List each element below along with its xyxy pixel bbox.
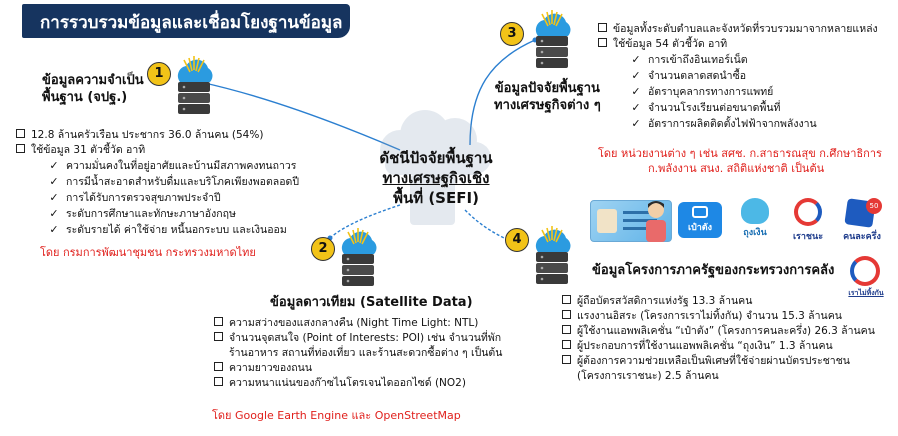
page-title: การรวบรวมข้อมูลและเชื่อมโยงฐานข้อมูล	[40, 13, 343, 33]
list-subitem: ✓ความมั่นคงในที่อยู่อาศัยและบ้านมีสภาพคง…	[16, 158, 299, 174]
list-item: 12.8 ล้านครัวเรือน ประชากร 36.0 ล้านคน (…	[16, 128, 299, 143]
title-banner: การรวบรวมข้อมูลและเชื่อมโยงฐานข้อมูล	[22, 4, 350, 38]
check-icon: ✓	[49, 191, 59, 204]
list-subitem: ✓อัตราบุคลากรทางการแพทย์	[598, 84, 878, 100]
list-item: ความสว่างของแสงกลางคืน (Night Time Light…	[214, 316, 502, 331]
center-label: ดัชนีปัจจัยพื้นฐาน ทางเศรษฐกิจเชิง พื้นท…	[379, 149, 493, 207]
list-subitem: ✓การมีน้ำสะอาดสำหรับดื่มและบริโภคเพียงพอ…	[16, 174, 299, 190]
checkbox-icon	[16, 144, 25, 153]
khon-la-khrueng-logo: 50 คนละครึ่ง	[836, 198, 888, 244]
checkbox-icon	[214, 317, 223, 326]
list-item: จำนวนจุดสนใจ (Point of Interests: POI) เ…	[214, 331, 502, 346]
list-subitem: ✓การได้รับการตรวจสุขภาพประจำปี	[16, 190, 299, 206]
check-icon: ✓	[631, 117, 641, 130]
list-subitem: ✓ระดับรายได้ ค่าใช้จ่าย หนี้นอกระบบ และเ…	[16, 222, 299, 238]
check-icon: ✓	[49, 175, 59, 188]
server-icon-1	[177, 56, 213, 114]
section2-list: ความสว่างของแสงกลางคืน (Night Time Light…	[214, 316, 502, 391]
section4-list: ผู้ถือบัตรสวัสดิการแห่งรัฐ 13.3 ล้านคน แ…	[562, 294, 875, 384]
section1-heading: ข้อมูลความจำเป็น พื้นฐาน (จปฐ.)	[42, 73, 144, 105]
checkbox-icon	[598, 23, 607, 32]
checkbox-icon	[214, 362, 223, 371]
center-cloud-icon	[380, 110, 491, 225]
rao-chana-logo: เราชนะ	[786, 198, 830, 244]
section1-list: 12.8 ล้านครัวเรือน ประชากร 36.0 ล้านคน (…	[16, 128, 299, 238]
list-item: ผู้ต้องการความช่วยเหลือเป็นพิเศษที่ใช้จ่…	[562, 354, 875, 369]
list-item: ใช้ข้อมูล 31 ตัวชี้วัด อาทิ	[16, 143, 299, 158]
list-item: ข้อมูลทั้งระดับตำบลและจังหวัดที่รวบรวมมา…	[598, 22, 878, 37]
arc-to-2	[329, 204, 401, 239]
section2-source: โดย Google Earth Engine และ OpenStreetMa…	[212, 409, 461, 422]
list-item: ความยาวของถนน	[214, 361, 502, 376]
section4-heading: ข้อมูลโครงการภาครัฐของกระทรวงการคลัง	[592, 263, 835, 278]
list-subitem: ✓อัตราการผลิตติดตั้งไฟฟ้าจากพลังงาน	[598, 116, 878, 132]
check-icon: ✓	[631, 85, 641, 98]
arc-to-3	[469, 39, 536, 146]
badge-3: 3	[500, 22, 524, 46]
arc-to-1	[199, 81, 401, 151]
rao-mai-thing-logo: เราไม่ทิ้งกัน	[842, 256, 890, 300]
list-item: แรงงานอิสระ (โครงการเราไม่ทิ้งกัน) จำนวน…	[562, 309, 875, 324]
list-item-cont: (โครงการเราชนะ) 2.5 ล้านคน	[577, 370, 719, 382]
checkbox-icon	[598, 38, 607, 47]
check-icon: ✓	[49, 223, 59, 236]
section3-list: ข้อมูลทั้งระดับตำบลและจังหวัดที่รวบรวมมา…	[598, 22, 878, 132]
section1-source: โดย กรมการพัฒนาชุมชน กระทรวงมหาดไทย	[40, 246, 256, 259]
list-subitem: ✓การเข้าถึงอินเทอร์เน็ต	[598, 52, 878, 68]
list-subitem: ✓จำนวนโรงเรียนต่อขนาดพื้นที่	[598, 100, 878, 116]
check-icon: ✓	[631, 69, 641, 82]
list-item: ผู้ถือบัตรสวัสดิการแห่งรัฐ 13.3 ล้านคน	[562, 294, 875, 309]
thungngern-logo: ถุงเงิน	[733, 198, 777, 240]
check-icon: ✓	[631, 53, 641, 66]
list-subitem: ✓จำนวนตลาดสดนำซื้อ	[598, 68, 878, 84]
check-icon: ✓	[49, 159, 59, 172]
paotang-logo: เป๋าตัง	[678, 202, 722, 238]
section2-heading: ข้อมูลดาวเทียม (Satellite Data)	[270, 295, 473, 310]
badge-4: 4	[505, 228, 529, 252]
list-item: ผู้ประกอบการที่ใช้งานแอพพลิเคชั่น “ถุงเง…	[562, 339, 875, 354]
section3-source: โดย หน่วยงานต่าง ๆ เช่น สศช. ก.สาธารณสุข…	[598, 147, 882, 175]
check-icon: ✓	[631, 101, 641, 114]
checkbox-icon	[214, 332, 223, 341]
server-icon-3	[535, 10, 571, 68]
list-item: ใช้ข้อมูล 54 ตัวชี้วัด อาทิ	[598, 37, 878, 52]
badge-2: 2	[311, 237, 335, 261]
list-subitem: ✓ระดับการศึกษาและทักษะภาษาอังกฤษ	[16, 206, 299, 222]
arc-to-4	[464, 209, 521, 246]
checkbox-icon	[562, 355, 571, 364]
section3-heading: ข้อมูลปัจจัยพื้นฐาน ทางเศรษฐกิจต่าง ๆ	[494, 81, 601, 113]
checkbox-icon	[214, 377, 223, 386]
list-item: ผู้ใช้งานแอพพลิเคชั่น “เป๋าตัง” (โครงการ…	[562, 324, 875, 339]
checkbox-icon	[562, 325, 571, 334]
woman-illustration	[640, 198, 672, 242]
server-icon-2	[341, 228, 377, 286]
checkbox-icon	[562, 340, 571, 349]
checkbox-icon	[562, 295, 571, 304]
server-icon-4	[535, 226, 571, 284]
badge-1: 1	[147, 62, 171, 86]
list-item: ความหนาแน่นของก๊าซไนโตรเจนไดออกไซด์ (NO2…	[214, 376, 502, 391]
check-icon: ✓	[49, 207, 59, 220]
checkbox-icon	[562, 310, 571, 319]
checkbox-icon	[16, 129, 25, 138]
list-item-cont: ร้านอาหาร สถานที่ท่องเที่ยว และร้านสะดวก…	[229, 347, 503, 359]
